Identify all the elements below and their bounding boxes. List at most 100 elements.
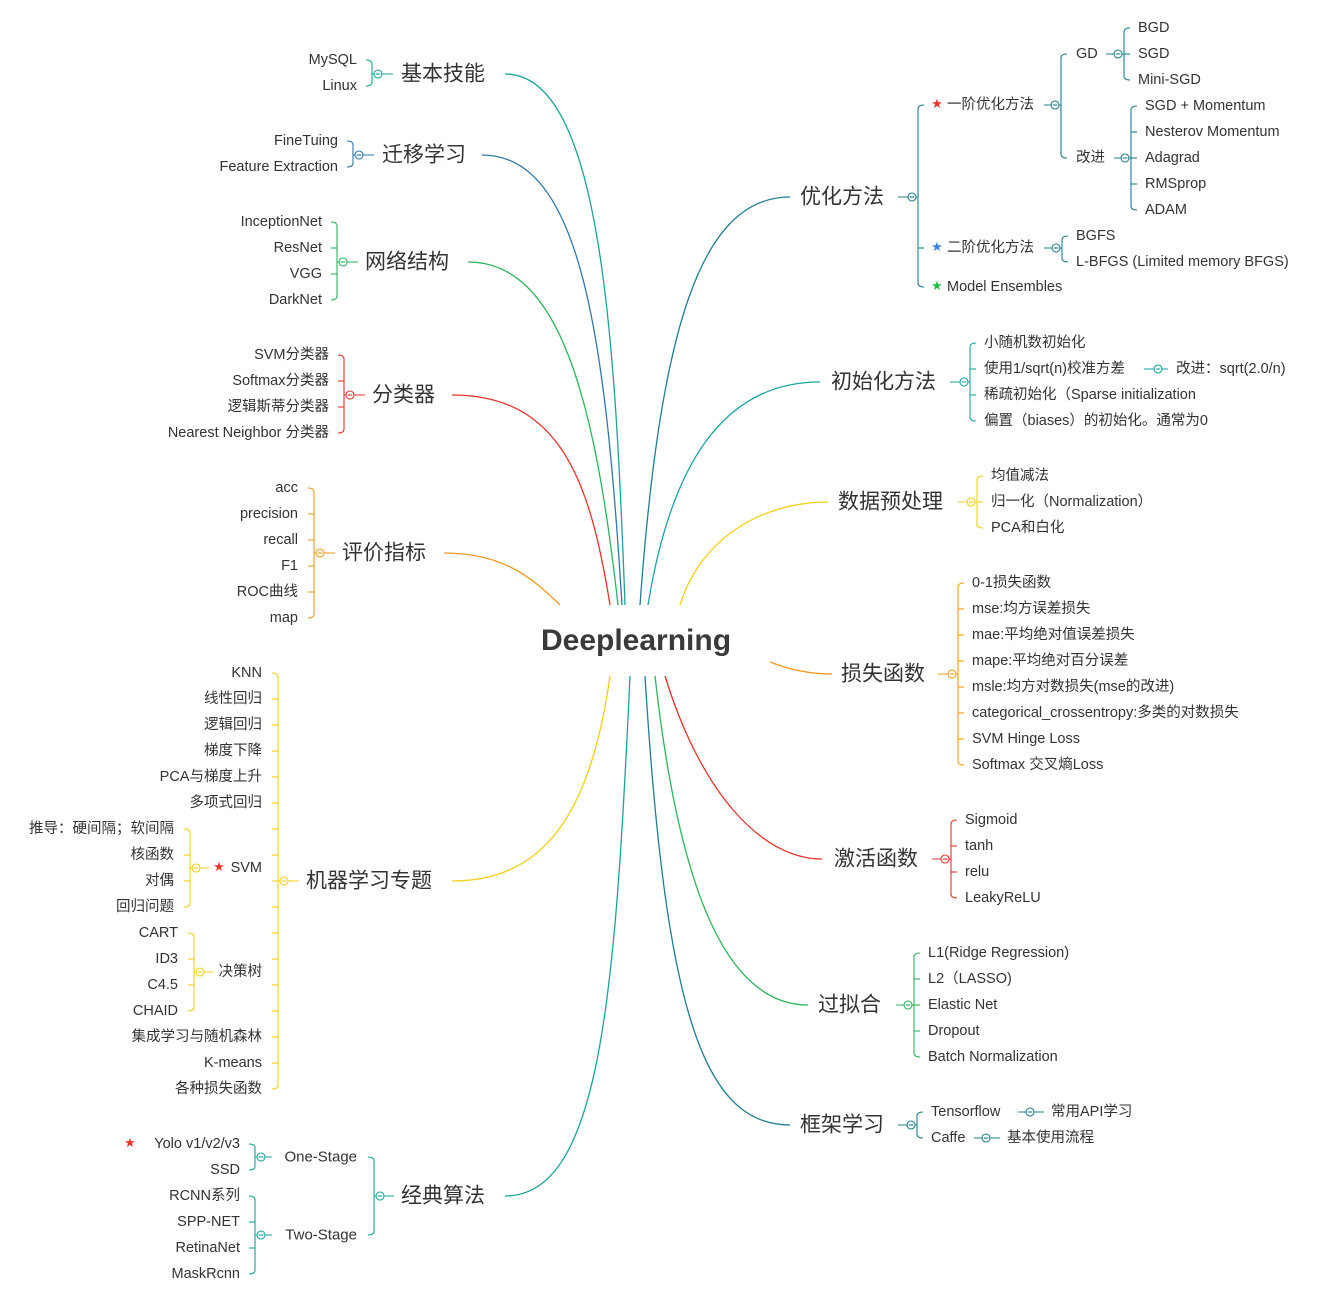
leaf-relu[interactable]: relu: [965, 863, 990, 880]
leaf-map[interactable]: map: [269, 609, 298, 626]
leaf-small-random-init[interactable]: 小随机数初始化: [984, 334, 1086, 351]
leaf-nearest-neighbor[interactable]: Nearest Neighbor 分类器: [167, 424, 329, 441]
leaf-logistic-classifier[interactable]: 逻辑斯蒂分类器: [227, 398, 330, 415]
node-improve[interactable]: 改进: [1076, 149, 1105, 166]
node-second-order[interactable]: 二阶优化方法: [947, 239, 1034, 256]
leaf-rcnn[interactable]: RCNN系列: [169, 1187, 240, 1204]
branch-machine-learning[interactable]: 机器学习专题: [306, 869, 432, 893]
leaf-normalization[interactable]: 归一化（Normalization）: [991, 493, 1153, 510]
leaf-gradient-descent[interactable]: 梯度下降: [204, 742, 262, 759]
leaf-linux[interactable]: Linux: [322, 77, 357, 94]
leaf-feature-extraction[interactable]: Feature Extraction: [219, 158, 338, 175]
leaf-resnet[interactable]: ResNet: [273, 239, 322, 256]
leaf-svm-derivation[interactable]: 推导：硬间隔；软间隔: [29, 820, 174, 837]
leaf-model-ensembles[interactable]: Model Ensembles: [947, 278, 1063, 295]
leaf-rmsprop[interactable]: RMSprop: [1145, 175, 1207, 192]
leaf-svm-dual[interactable]: 对偶: [145, 872, 174, 889]
node-gd[interactable]: GD: [1076, 45, 1098, 62]
leaf-vgg[interactable]: VGG: [289, 265, 322, 282]
leaf-spp-net[interactable]: SPP-NET: [177, 1213, 240, 1230]
leaf-softmax-classifier[interactable]: Softmax分类器: [232, 372, 329, 389]
node-svm[interactable]: SVM: [230, 859, 262, 876]
root-topic[interactable]: Deeplearning: [540, 624, 732, 657]
leaf-ensemble-rf[interactable]: 集成学习与随机森林: [131, 1028, 263, 1045]
branch-metrics[interactable]: 评价指标: [342, 541, 426, 565]
leaf-loss-mae[interactable]: mae:平均绝对值误差损失: [972, 626, 1135, 643]
branch-preprocessing[interactable]: 数据预处理: [838, 490, 943, 514]
leaf-calibrate-variance[interactable]: 使用1/sqrt(n)校准方差: [984, 360, 1125, 377]
leaf-svm-classifier[interactable]: SVM分类器: [254, 346, 329, 363]
branch-loss[interactable]: 损失函数: [841, 662, 925, 686]
leaf-bgd[interactable]: BGD: [1138, 19, 1170, 36]
branch-classifier[interactable]: 分类器: [372, 383, 435, 407]
branch-transfer-learning[interactable]: 迁移学习: [382, 143, 466, 167]
leaf-sparse-init[interactable]: 稀疏初始化（Sparse initialization: [984, 386, 1196, 403]
branch-activation[interactable]: 激活函数: [834, 847, 918, 871]
node-caffe[interactable]: Caffe: [931, 1129, 966, 1146]
leaf-loss-01[interactable]: 0-1损失函数: [972, 574, 1051, 591]
node-decision-tree[interactable]: 决策树: [218, 963, 263, 980]
leaf-c45[interactable]: C4.5: [147, 976, 178, 993]
leaf-pca-whitening[interactable]: PCA和白化: [991, 519, 1065, 536]
leaf-finetuning[interactable]: FineTuing: [274, 132, 338, 149]
leaf-loss-cce[interactable]: categorical_crossentropy:多类的对数损失: [972, 704, 1239, 721]
leaf-dropout[interactable]: Dropout: [928, 1022, 980, 1039]
leaf-tf-api[interactable]: 常用API学习: [1051, 1103, 1133, 1120]
leaf-retinanet[interactable]: RetinaNet: [175, 1239, 240, 1256]
leaf-inceptionnet[interactable]: InceptionNet: [240, 213, 322, 230]
leaf-loss-softmax[interactable]: Softmax 交叉熵Loss: [972, 756, 1104, 773]
branch-optimization[interactable]: 优化方法: [800, 185, 884, 209]
leaf-loss-functions[interactable]: 各种损失函数: [175, 1080, 262, 1097]
leaf-lbfgs[interactable]: L-BFGS (Limited memory BFGS): [1076, 253, 1289, 270]
leaf-loss-mse[interactable]: mse:均方误差损失: [972, 600, 1091, 617]
leaf-chaid[interactable]: CHAID: [132, 1002, 178, 1019]
leaf-logistic-regression[interactable]: 逻辑回归: [204, 716, 262, 733]
leaf-id3[interactable]: ID3: [155, 950, 178, 967]
leaf-sigmoid[interactable]: Sigmoid: [965, 811, 1018, 828]
leaf-l2[interactable]: L2（LASSO): [928, 970, 1012, 987]
leaf-sgd[interactable]: SGD: [1138, 45, 1170, 62]
leaf-loss-msle[interactable]: msle:均方对数损失(mse的改进): [972, 678, 1175, 695]
leaf-darknet[interactable]: DarkNet: [268, 291, 322, 308]
leaf-svm-regression[interactable]: 回归问题: [116, 898, 174, 915]
leaf-leakyrelu[interactable]: LeakyReLU: [965, 889, 1041, 906]
branch-frameworks[interactable]: 框架学习: [800, 1113, 884, 1137]
branch-overfitting[interactable]: 过拟合: [818, 993, 881, 1017]
leaf-loss-mape[interactable]: mape:平均绝对百分误差: [972, 652, 1129, 669]
leaf-linear-regression[interactable]: 线性回归: [204, 690, 262, 707]
leaf-calibrate-improve[interactable]: 改进：sqrt(2.0/n): [1176, 360, 1286, 377]
leaf-tanh[interactable]: tanh: [965, 837, 994, 854]
leaf-loss-hinge[interactable]: SVM Hinge Loss: [972, 730, 1080, 747]
leaf-kmeans[interactable]: K-means: [203, 1054, 262, 1071]
leaf-f1[interactable]: F1: [281, 557, 298, 574]
leaf-bfgs[interactable]: BGFS: [1076, 227, 1116, 244]
leaf-batch-norm[interactable]: Batch Normalization: [928, 1048, 1058, 1065]
leaf-sgd-momentum[interactable]: SGD + Momentum: [1145, 97, 1266, 114]
leaf-adagrad[interactable]: Adagrad: [1145, 149, 1200, 166]
leaf-knn[interactable]: KNN: [231, 664, 262, 681]
leaf-l1[interactable]: L1(Ridge Regression): [928, 944, 1070, 961]
leaf-polynomial-regression[interactable]: 多项式回归: [189, 794, 263, 811]
leaf-pca[interactable]: PCA与梯度上升: [159, 768, 262, 785]
leaf-elastic-net[interactable]: Elastic Net: [928, 996, 998, 1013]
leaf-recall[interactable]: recall: [263, 531, 298, 548]
leaf-svm-kernel[interactable]: 核函数: [130, 846, 175, 863]
leaf-ssd[interactable]: SSD: [210, 1161, 240, 1178]
branch-basic-skills[interactable]: 基本技能: [401, 62, 485, 86]
leaf-bias-init[interactable]: 偏置（biases）的初始化。通常为0: [984, 412, 1208, 429]
node-one-stage[interactable]: One-Stage: [284, 1148, 357, 1166]
leaf-precision[interactable]: precision: [239, 505, 298, 522]
leaf-mean-subtraction[interactable]: 均值减法: [991, 467, 1049, 484]
leaf-mini-sgd[interactable]: Mini-SGD: [1138, 71, 1201, 88]
node-tensorflow[interactable]: Tensorflow: [931, 1103, 1001, 1120]
branch-initialization[interactable]: 初始化方法: [831, 370, 936, 394]
leaf-roc[interactable]: ROC曲线: [236, 583, 298, 600]
branch-classic-algorithms[interactable]: 经典算法: [401, 1184, 485, 1208]
branch-network-structure[interactable]: 网络结构: [365, 250, 449, 274]
leaf-caffe-usage[interactable]: 基本使用流程: [1007, 1129, 1094, 1146]
node-two-stage[interactable]: Two-Stage: [285, 1226, 357, 1244]
leaf-cart[interactable]: CART: [138, 924, 178, 941]
leaf-acc[interactable]: acc: [275, 479, 298, 496]
leaf-adam[interactable]: ADAM: [1145, 201, 1187, 218]
leaf-yolo[interactable]: Yolo v1/v2/v3: [154, 1135, 240, 1152]
